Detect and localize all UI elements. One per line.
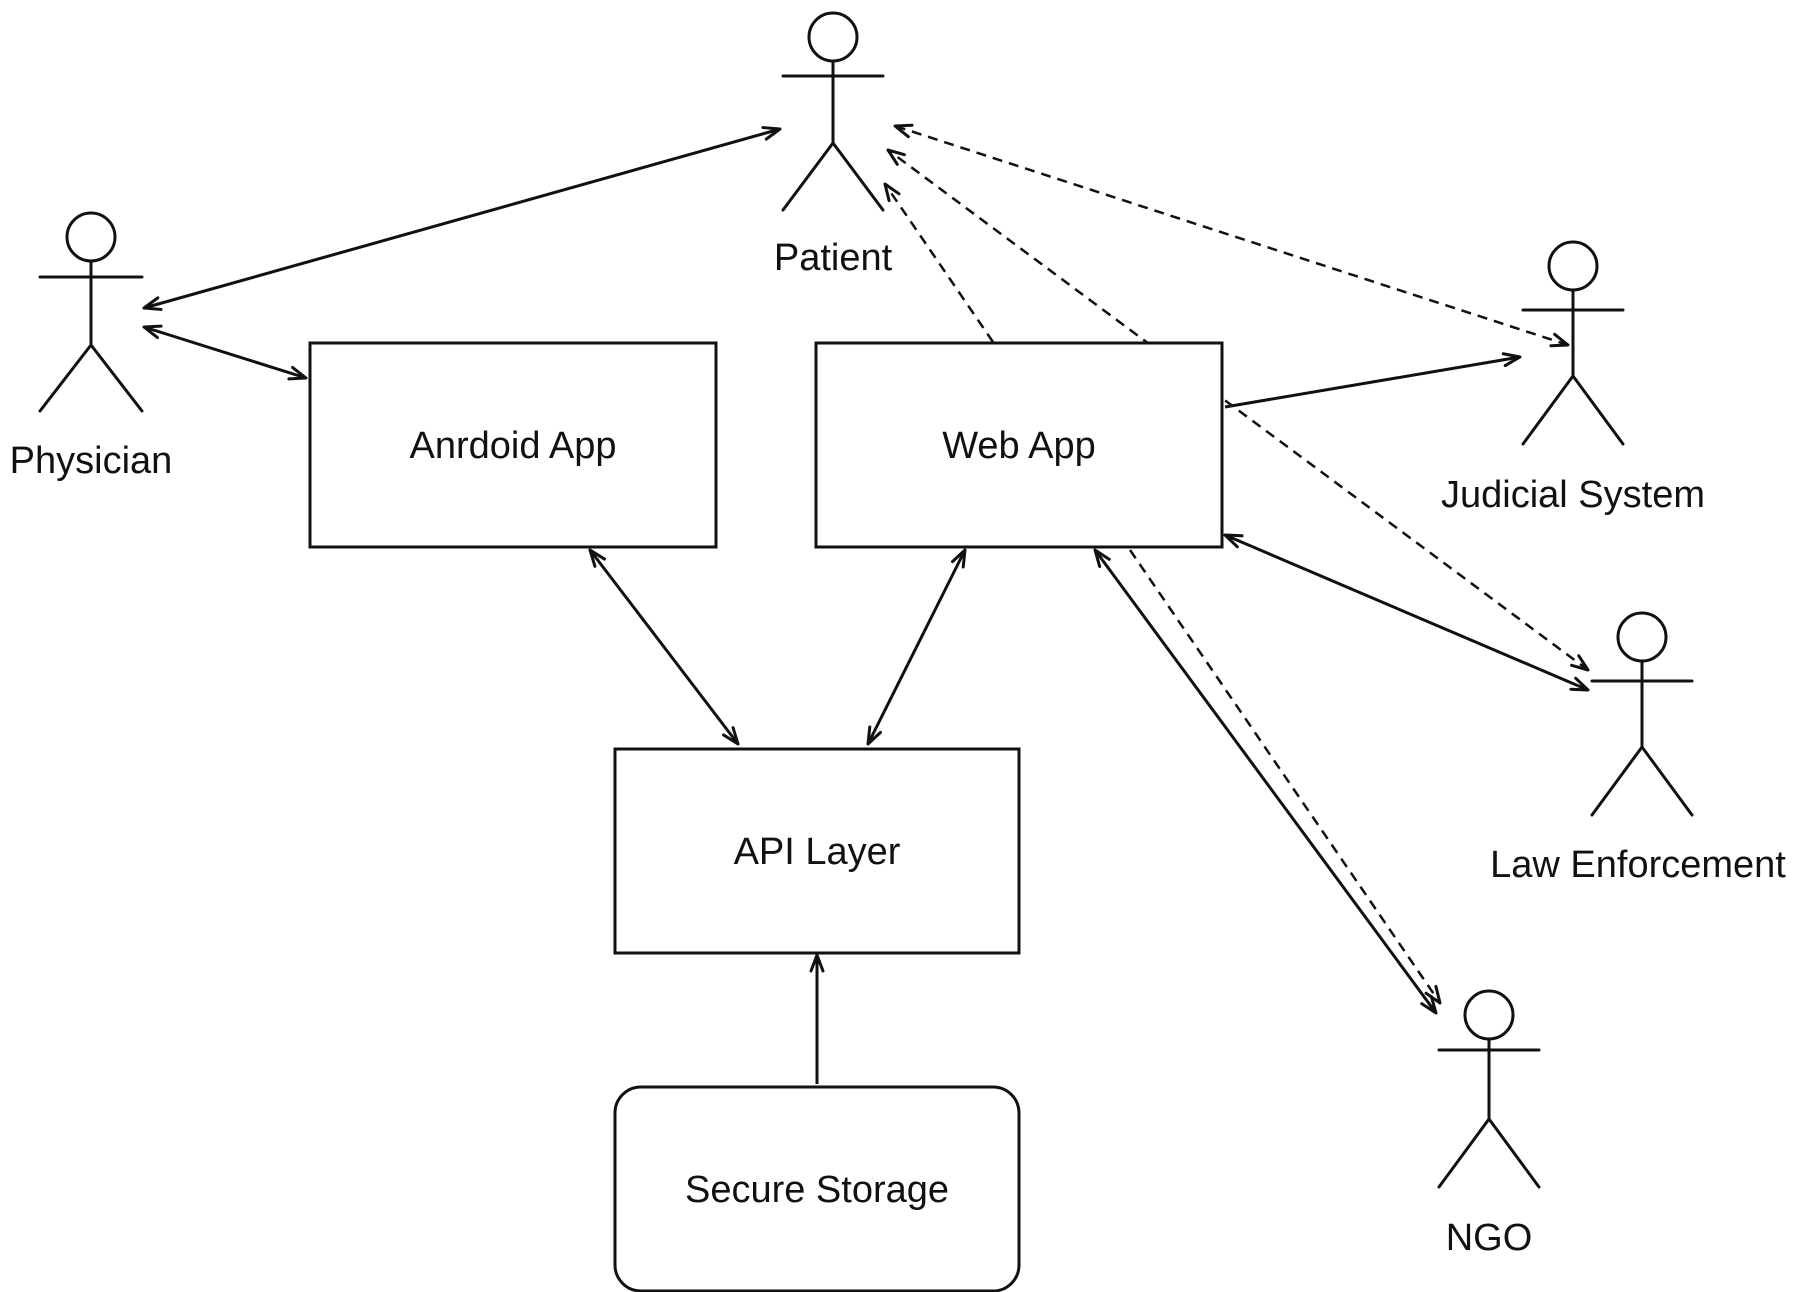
connections <box>142 123 1590 1084</box>
api-layer-box: API Layer <box>613 747 1021 955</box>
connector-web-app-ngo <box>1093 548 1438 1015</box>
web-app-box: Web App <box>814 341 1224 549</box>
api-layer-label: API Layer <box>734 831 901 873</box>
web-app-label: Web App <box>942 425 1096 467</box>
actor-label: Law Enforcement <box>1490 844 1786 886</box>
stick-figure-icon <box>1437 989 1541 1189</box>
connector-physician-android-app <box>142 324 308 381</box>
secure-storage-label: Secure Storage <box>685 1169 949 1211</box>
actor-patient: Patient <box>774 11 893 279</box>
connector-physician-patient <box>142 126 782 311</box>
secure-storage-box: Secure Storage <box>613 1085 1021 1292</box>
actor-physician: Physician <box>10 211 173 482</box>
stick-figure-icon <box>781 11 885 212</box>
dashed-connector-law-enforcement-patient <box>886 148 1590 672</box>
connector-web-app-api-layer <box>866 548 967 746</box>
connector-web-app-law-enforcement <box>1223 533 1590 692</box>
dashed-connector-judicial-system-patient <box>893 123 1570 348</box>
actor-label: Patient <box>774 237 893 279</box>
stick-figure-icon <box>38 211 144 413</box>
connector-web-app-judicial-system <box>1224 352 1522 409</box>
stick-figure-icon <box>1590 611 1694 817</box>
actor-label: Physician <box>10 440 173 482</box>
actor-law-enforcement: Law Enforcement <box>1490 611 1786 886</box>
actor-judicial-system: Judicial System <box>1441 240 1705 516</box>
dashed-connector-web-app-ngo <box>1128 549 1442 1005</box>
connector-android-app-api-layer <box>588 548 740 746</box>
android-app-label: Anrdoid App <box>409 425 616 467</box>
stick-figure-icon <box>1521 240 1625 446</box>
dashed-connector-web-app-patient <box>883 182 995 343</box>
actor-label: Judicial System <box>1441 474 1705 516</box>
actor-ngo: NGO <box>1437 989 1541 1259</box>
actor-label: NGO <box>1446 1217 1533 1259</box>
android-app-box: Anrdoid App <box>308 341 718 549</box>
